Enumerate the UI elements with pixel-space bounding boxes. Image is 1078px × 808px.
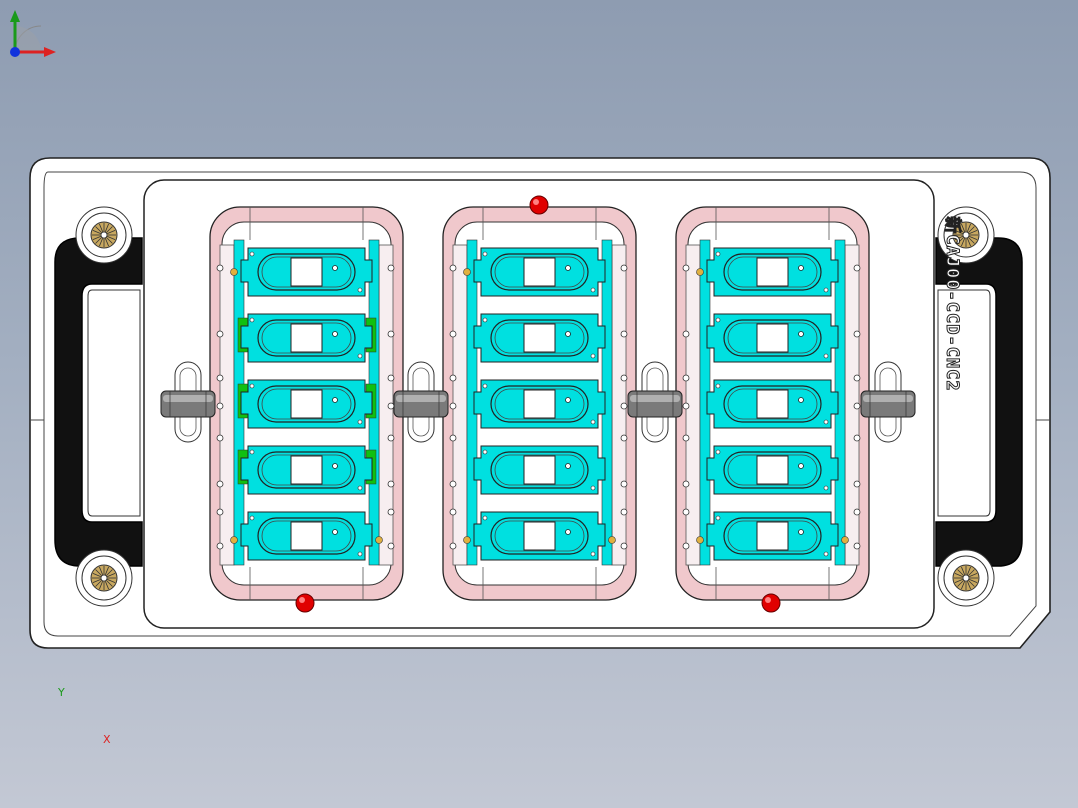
nest-pocket xyxy=(473,313,606,363)
corner-screw xyxy=(75,206,133,264)
nest-pocket xyxy=(240,247,373,297)
nest-pocket xyxy=(706,511,839,561)
nest-pocket xyxy=(473,247,606,297)
corner-screw xyxy=(937,549,995,607)
fixture-column xyxy=(209,206,404,601)
locating-pin xyxy=(761,593,781,613)
nest-pocket xyxy=(706,445,839,495)
nest-pocket xyxy=(473,379,606,429)
x-axis-label: X xyxy=(103,733,111,746)
nest-pocket xyxy=(706,247,839,297)
left-handle xyxy=(54,237,143,567)
roller-pin xyxy=(627,361,683,443)
roller-pins xyxy=(160,361,916,443)
locating-pin xyxy=(529,195,549,215)
fixture-column xyxy=(675,206,870,601)
nest-pocket xyxy=(240,511,373,561)
nest-pocket xyxy=(237,445,377,495)
nest-pocket xyxy=(706,313,839,363)
locating-pin xyxy=(295,593,315,613)
part-number-engraving: 新CAJ00-CCD-CNC2 xyxy=(942,216,963,392)
roller-pin xyxy=(860,361,916,443)
roller-pin xyxy=(393,361,449,443)
nest-pocket xyxy=(473,511,606,561)
coordinate-triad xyxy=(10,10,56,57)
fixture-columns xyxy=(209,206,870,601)
nest-pocket xyxy=(237,313,377,363)
fixture-column xyxy=(442,206,637,601)
nest-pocket xyxy=(706,379,839,429)
locating-pins xyxy=(295,195,781,613)
nest-pocket xyxy=(237,379,377,429)
y-axis-label: Y xyxy=(58,686,65,699)
roller-pin xyxy=(160,361,216,443)
nest-pocket xyxy=(473,445,606,495)
corner-screws xyxy=(75,206,995,607)
corner-screw xyxy=(937,206,995,264)
corner-screw xyxy=(75,549,133,607)
right-handle xyxy=(935,237,1023,567)
